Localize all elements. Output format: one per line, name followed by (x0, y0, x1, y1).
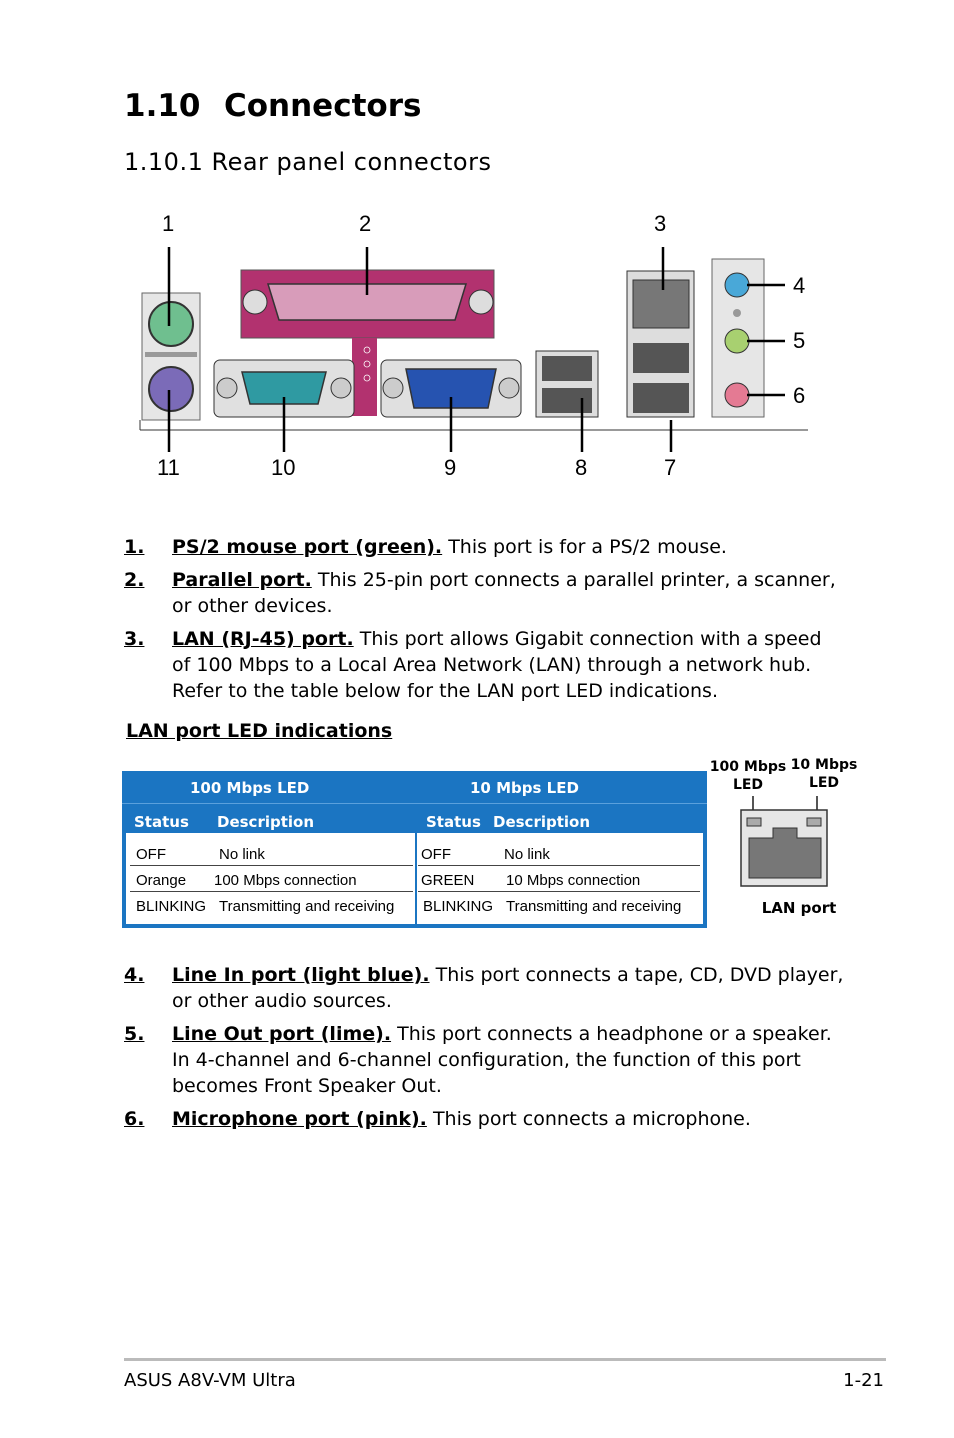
footer-page-number: 1-21 (843, 1370, 884, 1391)
item-text: This 25-pin port connects a parallel pri… (172, 569, 836, 617)
led-table-left-header: 100 Mbps LED (190, 779, 310, 797)
table-cell: No link (504, 846, 550, 863)
table-cell: OFF (421, 846, 451, 863)
item-text: This port allows Gigabit connection with… (172, 628, 822, 702)
item-text: This port connects a headphone or a spea… (172, 1023, 832, 1097)
list-item: 4. Line In port (light blue). This port … (124, 962, 844, 1014)
parallel-port (240, 269, 495, 416)
callout-1: 1 (162, 211, 175, 236)
item-text: This port is for a PS/2 mouse. (442, 536, 727, 558)
serial-port (213, 359, 355, 418)
item-title: Line Out port (lime). (172, 1023, 392, 1045)
col-desc-right: Description (493, 813, 591, 831)
callout-11: 11 (157, 455, 180, 480)
item-title: Microphone port (pink). (172, 1108, 427, 1130)
callout-2: 2 (359, 211, 372, 236)
connector-list-top: 1. PS/2 mouse port (green). This port is… (124, 534, 844, 711)
led-10-line2: LED (808, 775, 840, 791)
list-item: 1. PS/2 mouse port (green). This port is… (124, 534, 844, 560)
callout-5: 5 (793, 328, 806, 353)
led-100-label: 100 Mbps LED (708, 758, 788, 794)
ps2-ports (141, 292, 201, 421)
table-cell: GREEN (421, 872, 475, 889)
callout-6: 6 (793, 383, 806, 408)
list-item: 3. LAN (RJ-45) port. This port allows Gi… (124, 626, 844, 704)
section-heading: 1.10 Connectors (124, 88, 421, 124)
callout-7: 7 (664, 455, 677, 480)
led-table-body: OFF No link Orange 100 Mbps connection B… (126, 833, 703, 924)
callout-10: 10 (271, 455, 296, 480)
divider (418, 891, 700, 892)
section-title: Connectors (224, 88, 422, 124)
list-item: 6. Microphone port (pink). This port con… (124, 1106, 844, 1132)
led-table-right-header: 10 Mbps LED (470, 779, 579, 797)
led-10-line1: 10 Mbps (790, 757, 858, 773)
divider (415, 833, 417, 924)
item-number: 3. (124, 628, 145, 650)
ps2-keyboard-port (148, 366, 194, 412)
list-item: 5. Line Out port (lime). This port conne… (124, 1021, 844, 1099)
lan-usb-stack (626, 270, 695, 418)
table-cell: OFF (136, 846, 166, 863)
col-status-right: Status (426, 813, 481, 831)
table-cell: BLINKING (423, 898, 494, 915)
divider (418, 865, 700, 866)
rear-panel-diagram (139, 247, 808, 452)
callout-8: 8 (575, 455, 588, 480)
divider (122, 803, 707, 804)
audio-ports (711, 258, 765, 418)
footer-rule (124, 1358, 886, 1361)
led-10-label: 10 Mbps LED (788, 756, 860, 792)
footer-product: ASUS A8V-VM Ultra (124, 1370, 296, 1391)
led-section-title: LAN port LED indications (126, 720, 393, 742)
mic-port (724, 382, 750, 408)
item-title: LAN (RJ-45) port. (172, 628, 354, 650)
item-number: 2. (124, 569, 145, 591)
col-status-left: Status (134, 813, 189, 831)
led-table: 100 Mbps LED 10 Mbps LED Status Descript… (122, 771, 707, 928)
table-cell: 10 Mbps connection (506, 872, 641, 889)
table-cell: BLINKING (136, 898, 207, 915)
table-cell: No link (219, 846, 265, 863)
item-number: 6. (124, 1108, 145, 1130)
callout-4: 4 (793, 273, 806, 298)
item-title: PS/2 mouse port (green). (172, 536, 443, 558)
callout-3: 3 (654, 211, 667, 236)
divider (130, 891, 413, 892)
table-cell: Transmitting and receiving (219, 898, 395, 915)
divider (130, 865, 413, 866)
table-cell: 100 Mbps connection (214, 872, 357, 889)
connector-list-bottom: 4. Line In port (light blue). This port … (124, 962, 844, 1139)
table-cell: Orange (136, 872, 187, 889)
item-number: 5. (124, 1023, 145, 1045)
callout-9: 9 (444, 455, 457, 480)
item-title: Line In port (light blue). (172, 964, 430, 986)
item-number: 4. (124, 964, 145, 986)
led-100-line1: 100 Mbps (709, 759, 787, 775)
led-100-line2: LED (732, 777, 764, 793)
item-text: This port connects a microphone. (426, 1108, 751, 1130)
table-cell: Transmitting and receiving (506, 898, 682, 915)
item-text: This port connects a tape, CD, DVD playe… (172, 964, 844, 1012)
section-number: 1.10 (124, 88, 201, 124)
item-title: Parallel port. (172, 569, 312, 591)
item-number: 1. (124, 536, 145, 558)
line-in-port (724, 272, 750, 298)
usb-ports-1 (535, 350, 599, 418)
subsection-heading: 1.10.1 Rear panel connectors (124, 148, 492, 176)
vga-port (380, 359, 522, 418)
lan-port-figure (740, 796, 828, 887)
ps2-mouse-port (148, 301, 194, 347)
list-item: 2. Parallel port. This 25-pin port conne… (124, 567, 844, 619)
line-out-port (724, 328, 750, 354)
lan-port-label: LAN port (761, 899, 837, 917)
col-desc-left: Description (217, 813, 315, 831)
